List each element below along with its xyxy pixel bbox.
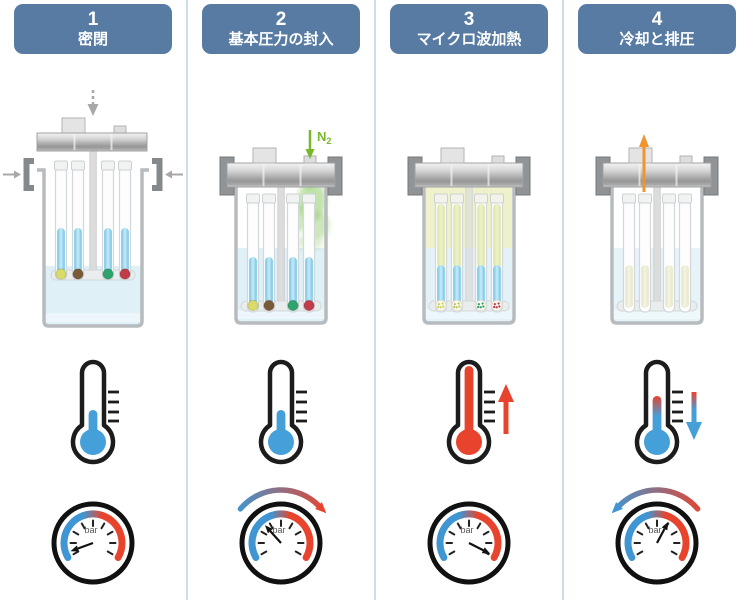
gauge-unit-label: bar [272,525,285,535]
sample-balls [247,299,315,312]
gauge-needle [468,542,491,554]
clamp-left-icon [23,158,34,191]
step-header: 3 マイクロ波加熱 [390,4,548,54]
vent-arrow-icon [639,134,649,192]
gauge-needle [264,525,282,544]
thermometer-low-icon [258,359,307,465]
vessel-heating-illustration [407,147,531,325]
temperature-down-arrow-icon [686,392,702,440]
pressure-gauge-icon: bar [427,501,511,585]
sample-balls [55,268,131,280]
press-down-arrow-icon [87,90,99,116]
n2-inlet-arrow-icon [305,130,315,159]
thermometer-low-icon [70,359,119,465]
thermometer-high-icon [446,359,514,465]
step-number: 3 [463,9,475,30]
gauge-unit-label: bar [460,525,473,535]
step-label: 基本圧力の封入 [228,31,334,48]
panel-divider [186,0,188,600]
step-number: 2 [275,9,287,30]
gauge-ticks [257,519,305,556]
lid-floating [36,117,148,152]
step-header: 4 冷却と排圧 [578,4,736,54]
n2-label: N2 [317,129,331,146]
panel-divider [374,0,376,600]
gauge-needle [656,521,669,544]
panel-divider [562,0,564,600]
thermometer-ticks [296,390,307,423]
gauge-ticks [69,519,117,556]
gauge-unit-label: bar [84,525,97,535]
clamp-arrow-left-icon [3,170,21,179]
clamp-arrow-right-icon [165,170,183,179]
gauge-ticks [445,519,493,556]
thermometer-ticks [672,390,683,423]
gauge-needle [70,541,94,552]
thermometer-ticks [484,390,495,423]
panel-2-base-pressure: 2 基本圧力の封入 [188,0,374,600]
panel-4-cooling-venting: 4 冷却と排圧 [564,0,750,600]
vessel-body [234,156,329,325]
step-label: マイクロ波加熱 [416,31,522,48]
clamp-right-icon [152,158,163,191]
pressure-decrease-arrow-icon [611,487,701,514]
temperature-up-arrow-icon [498,384,514,434]
panel-1-sealing: 1 密閉 [0,0,186,600]
step-header: 1 密閉 [14,4,172,54]
step-number: 1 [87,9,99,30]
pressure-increase-arrow-icon [237,487,327,514]
thermometer-ticks [108,390,119,423]
gauge-unit-label: bar [648,525,661,535]
vessel-body [610,184,704,325]
vessel-venting-illustration [595,134,719,325]
vessel-body [422,184,516,325]
vessel-body [37,150,149,328]
step-header: 2 基本圧力の封入 [202,4,360,54]
pressure-gauge-icon: bar [51,501,135,585]
thermometer-falling-icon [634,359,702,465]
pressure-gauge-icon: bar [237,487,327,585]
pressure-gauge-icon: bar [611,487,701,585]
vessel-n2-charging-illustration: N2 [219,129,343,325]
step-number: 4 [651,9,663,30]
vessel-open-illustration [3,90,183,328]
step-label: 密閉 [77,31,108,48]
panel-3-microwave-heating: 3 マイクロ波加熱 [376,0,562,600]
step-label: 冷却と排圧 [619,31,695,48]
